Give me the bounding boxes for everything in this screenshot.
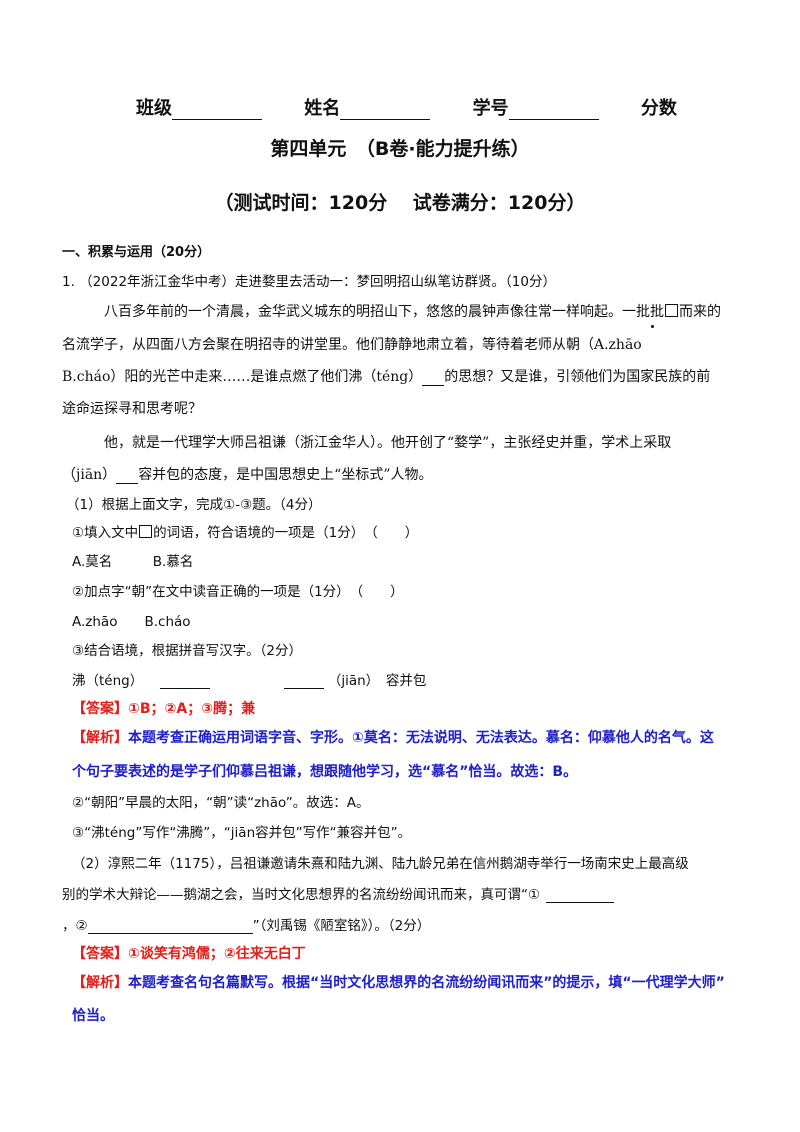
answer-line: 【答案】①谈笑有鸿儒；②往来无白丁 xyxy=(72,943,306,963)
options: A.莫名 B.慕名 xyxy=(72,554,194,570)
fill-blank[interactable] xyxy=(546,888,615,903)
sub-question: 别的学术大辩论——鹅湖之会，当时文化思想界的名流纷纷闻讯而来，真可谓“① xyxy=(62,883,615,903)
answer-label: 【答案】 xyxy=(72,946,128,962)
sub-question: （2）淳熙二年（1175），吕祖谦邀请朱熹和陆九渊、陆九龄兄弟在信州鹅湖寺举行一… xyxy=(72,856,689,872)
analysis-text: 本题考查正确运用词语字音、字形。①莫名：无法说明、无法表达。慕名：仰慕他人的名气… xyxy=(128,730,714,746)
pinyin-text: 沸（téng） xyxy=(72,673,144,689)
fill-blank[interactable] xyxy=(116,469,139,484)
sub-question: ②加点字“朝”在文中读音正确的一项是（1分） （ ） xyxy=(72,584,404,600)
question-text: 的词语，符合语境的一项是（1分） （ ） xyxy=(153,525,419,541)
q1-stem: 1. （2022年浙江金华中考）走进婺里去活动一：梦回明招山纵笔访群贤。（10分… xyxy=(62,274,556,290)
analysis-line: ②“朝阳”早晨的太阳，“朝”读“zhāo”。故选：A。 xyxy=(72,795,370,811)
passage-line: 途命运探寻和思考呢？ xyxy=(62,401,202,417)
blank-box-icon xyxy=(139,525,153,538)
passage-line: B.cháo）阳的光芒中走来……是谁点燃了他们沸（téng） 的思想？又是谁，引领… xyxy=(62,366,710,386)
analysis-line: 【解析】本题考查正确运用词语字音、字形。①莫名：无法说明、无法表达。慕名：仰慕他… xyxy=(72,727,714,747)
analysis-line: 【解析】本题考查名句名篇默写。根据“当时文化思想界的名流纷纷闻讯而来”的提示，填… xyxy=(72,972,725,992)
id-blank[interactable] xyxy=(508,101,599,120)
pinyin-text: （jiān） 容并包 xyxy=(327,673,427,689)
passage-text: 八百多年前的一个清晨，金华武义城东的明招山下，悠悠的晨钟声像往常一样响起。一批批 xyxy=(104,304,664,320)
passage-text: （jiān） xyxy=(62,467,117,483)
sub-question: ③结合语境，根据拼音写汉字。（2分） xyxy=(72,643,302,659)
fill-blank[interactable] xyxy=(159,674,210,689)
question-text: 别的学术大辩论——鹅湖之会，当时文化思想界的名流纷纷闻讯而来，真可谓“① xyxy=(62,887,541,903)
question-text: ”（刘禹锡《陋室铭》）。（2分） xyxy=(252,918,431,934)
passage-text: B.cháo）阳的光芒中走来……是谁点燃了他们沸（téng） xyxy=(62,369,423,385)
answer-text: ①B；②A；③腾；兼 xyxy=(128,701,256,717)
analysis-line: ③“沸téng”写作“沸腾”，“jiān容并包”写作“兼容并包”。 xyxy=(72,825,412,841)
passage-text: 而来的 xyxy=(679,304,721,320)
passage-line: 他，就是一代理学大师吕祖谦（浙江金华人）。他开创了“婺学”，主张经史并重，学术上… xyxy=(104,435,672,451)
section-heading: 一、积累与运用（20分） xyxy=(62,245,211,260)
sub-question: ，② ”（刘禹锡《陋室铭》）。（2分） xyxy=(62,914,430,934)
answer-text: ①谈笑有鸿儒；②往来无白丁 xyxy=(128,946,306,962)
question-text: ①填入文中 xyxy=(72,525,139,541)
name-blank[interactable] xyxy=(340,101,431,120)
answer-line: 【答案】①B；②A；③腾；兼 xyxy=(72,698,255,718)
passage-text: 的思想？又是谁，引领他们为国家民族的前 xyxy=(444,369,711,385)
fill-blank[interactable] xyxy=(422,371,445,386)
sub-question: （1）根据上面文字，完成①-③题。（4分） xyxy=(66,497,322,513)
class-blank[interactable] xyxy=(172,101,262,120)
sub-question: ①填入文中的词语，符合语境的一项是（1分） （ ） xyxy=(72,521,418,541)
fill-blank[interactable] xyxy=(87,919,253,934)
score-label: 分数 xyxy=(640,98,677,119)
analysis-text: 本题考查名句名篇默写。根据“当时文化思想界的名流纷纷闻讯而来”的提示，填“一代理… xyxy=(128,975,725,991)
passage-text: 容并包的态度，是中国思想史上“坐标式”人物。 xyxy=(138,467,433,483)
passage-line: （jiān） 容并包的态度，是中国思想史上“坐标式”人物。 xyxy=(62,464,433,484)
id-label: 学号 xyxy=(472,98,509,119)
student-info-row: 班级 姓名 学号 分数 xyxy=(136,94,677,120)
exam-subtitle: （测试时间：120分 试卷满分：120分） xyxy=(214,192,586,214)
name-label: 姓名 xyxy=(304,98,341,119)
blank-box-icon xyxy=(665,304,678,317)
analysis-line: 个句子要表述的是学子们仰慕吕祖谦，想跟随他学习，选“慕名”恰当。故选：B。 xyxy=(72,764,578,780)
question-text: ，② xyxy=(62,918,88,934)
exam-title: 第四单元 （B卷·能力提升练） xyxy=(270,138,530,160)
options: A.zhāo B.cháo xyxy=(72,614,191,630)
analysis-line: 恰当。 xyxy=(72,1008,114,1024)
analysis-label: 【解析】 xyxy=(72,730,128,746)
analysis-label: 【解析】 xyxy=(72,975,128,991)
passage-line: 八百多年前的一个清晨，金华武义城东的明招山下，悠悠的晨钟声像往常一样响起。一批批… xyxy=(104,301,721,321)
passage-line: 名流学子，从四面八方会聚在明招寺的讲堂里。他们静静地肃立着，等待着老师从朝（A.… xyxy=(62,337,642,353)
class-label: 班级 xyxy=(136,98,172,119)
emphasis-dot-icon xyxy=(651,325,654,328)
answer-label: 【答案】 xyxy=(72,701,128,717)
fill-blank[interactable] xyxy=(283,674,324,689)
pinyin-row: 沸（téng） （jiān） 容并包 xyxy=(72,669,426,689)
